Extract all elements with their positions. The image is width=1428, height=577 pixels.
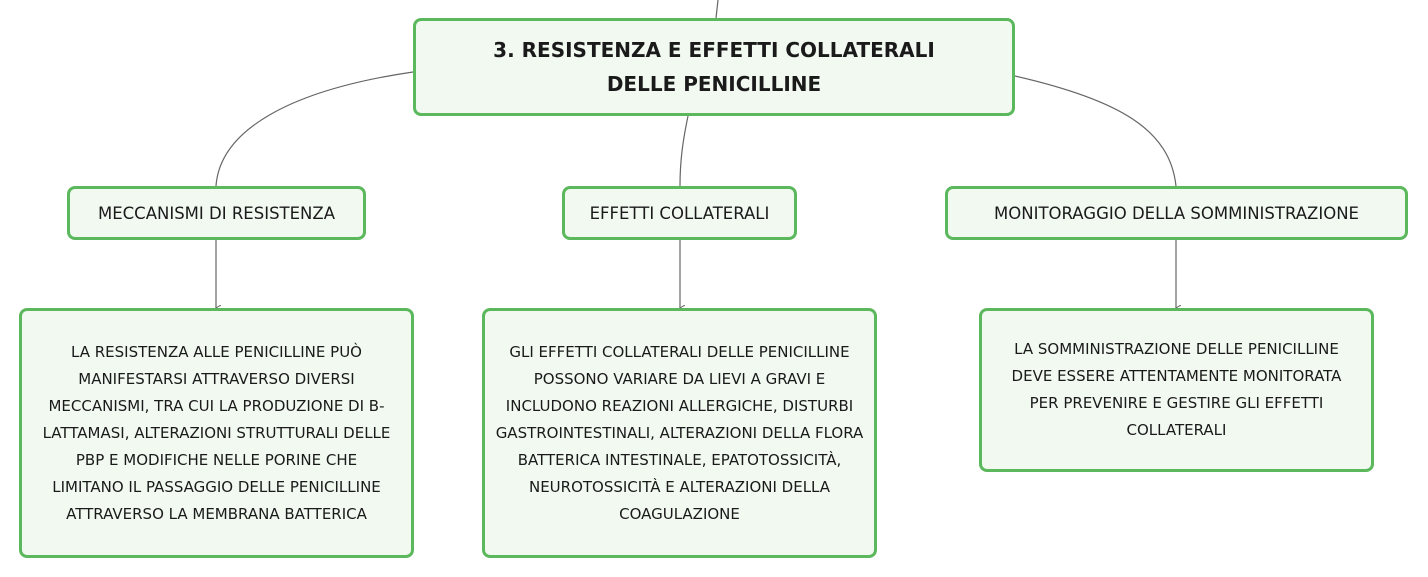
topic-effetti-collaterali[interactable]: EFFETTI COLLATERALI <box>562 186 797 240</box>
subtopic-text: GLI EFFETTI COLLATERALI DELLE PENICILLIN… <box>495 342 864 523</box>
topic-label: MONITORAGGIO DELLA SOMMINISTRAZIONE <box>994 203 1359 223</box>
topic-meccanismi-di-resistenza[interactable]: MECCANISMI DI RESISTENZA <box>67 186 366 240</box>
connector-top-incoming <box>715 0 719 19</box>
subtopic-text: LA RESISTENZA ALLE PENICILLINE PUÒ MANIF… <box>42 342 391 523</box>
topic-label: MECCANISMI DI RESISTENZA <box>98 203 335 223</box>
subtopic-monitoraggio-detail[interactable]: LA SOMMINISTRAZIONE DELLE PENICILLINE DE… <box>979 308 1374 472</box>
subtopic-resistenza-detail[interactable]: LA RESISTENZA ALLE PENICILLINE PUÒ MANIF… <box>19 308 414 558</box>
subtopic-effetti-detail[interactable]: GLI EFFETTI COLLATERALI DELLE PENICILLIN… <box>482 308 877 558</box>
subtopic-text: LA SOMMINISTRAZIONE DELLE PENICILLINE DE… <box>1011 340 1342 439</box>
connector-root-to-monitoraggio <box>1014 75 1177 187</box>
root-topic-label: 3. RESISTENZA E EFFETTI COLLATERALI DELL… <box>493 38 935 96</box>
connector-root-to-resistenza <box>215 71 414 187</box>
topic-monitoraggio-della-somministrazione[interactable]: MONITORAGGIO DELLA SOMMINISTRAZIONE <box>945 186 1408 240</box>
root-topic[interactable]: 3. RESISTENZA E EFFETTI COLLATERALI DELL… <box>413 18 1015 116</box>
connector-root-to-effetti <box>679 115 689 187</box>
topic-label: EFFETTI COLLATERALI <box>589 203 770 223</box>
